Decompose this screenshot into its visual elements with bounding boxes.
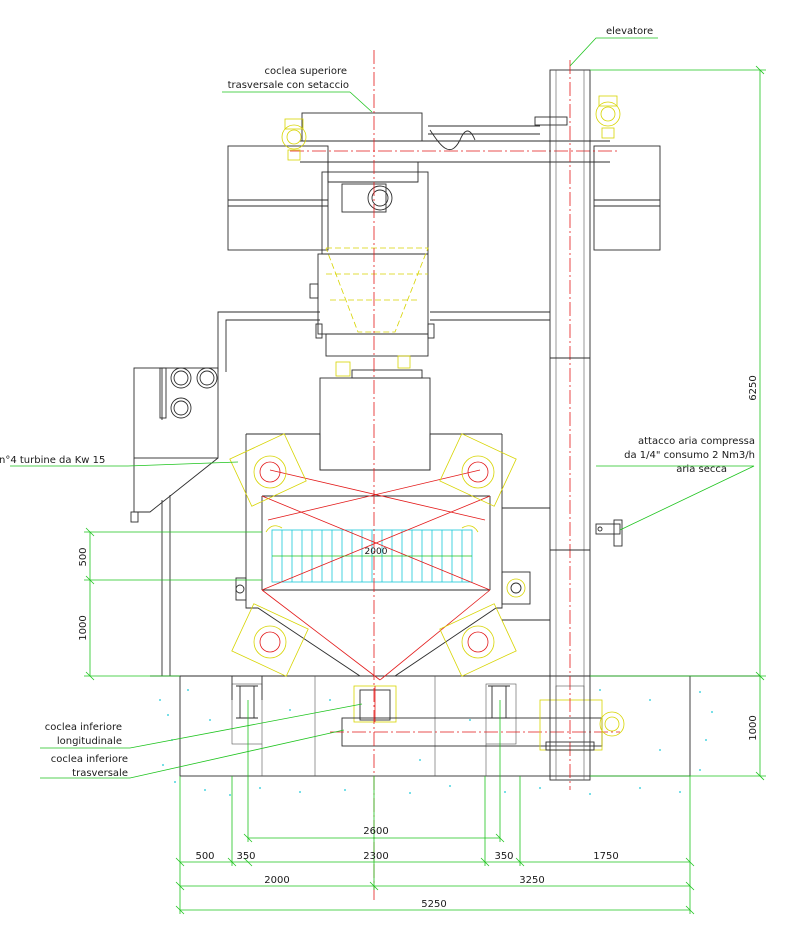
dim-5250: 5250 xyxy=(421,899,446,910)
turbine-bottom-right xyxy=(439,603,517,677)
pit-supports xyxy=(231,676,510,719)
dim-2000-inner: 2000 xyxy=(365,547,388,557)
label-coclea-tras-1: coclea inferiore xyxy=(51,754,128,765)
foundation xyxy=(150,675,760,796)
dimensions xyxy=(84,65,766,915)
label-elevatore: elevatore xyxy=(606,26,653,37)
dim-1000-right: 1000 xyxy=(748,715,759,740)
dim-1000-left: 1000 xyxy=(78,615,89,640)
label-turbine: n°4 turbine da Kw 15 xyxy=(0,455,105,466)
lower-longitudinal-screw xyxy=(353,685,397,723)
dim-500-left: 500 xyxy=(78,547,89,566)
label-aria-2: da 1/4" consumo 2 Nm3/h xyxy=(624,450,755,461)
rotation-motor-right xyxy=(501,571,531,605)
elevator xyxy=(430,60,623,790)
dim-350-b: 350 xyxy=(494,851,513,862)
dim-2600: 2600 xyxy=(363,826,388,837)
gear-motor-left xyxy=(281,118,307,161)
turbine-bottom-left xyxy=(231,603,309,677)
label-coclea-long-1: coclea inferiore xyxy=(45,722,122,733)
label-coclea-tras-2: trasversale xyxy=(72,768,128,779)
turbine-top-right xyxy=(439,433,517,507)
rotation-motor-left xyxy=(235,577,247,601)
sieve-hopper xyxy=(309,171,435,379)
dim-2000: 2000 xyxy=(264,875,289,886)
leader-lines xyxy=(10,37,755,779)
gear-motor-right xyxy=(595,95,621,139)
label-aria-3: aria secca xyxy=(676,464,727,475)
dim-3250: 3250 xyxy=(519,875,544,886)
turbine-top-left xyxy=(229,433,307,507)
label-coclea-superiore-1: coclea superiore xyxy=(265,66,347,77)
label-aria-1: attacco aria compressa xyxy=(638,436,755,447)
label-coclea-long-2: longitudinale xyxy=(57,736,122,747)
dim-6250: 6250 xyxy=(748,375,759,400)
control-cabinet xyxy=(130,311,320,676)
dim-2300: 2300 xyxy=(363,851,388,862)
dim-500: 500 xyxy=(195,851,214,862)
top-screw-frame xyxy=(227,112,661,251)
dim-1750: 1750 xyxy=(593,851,618,862)
label-coclea-superiore-2: trasversale con setaccio xyxy=(228,80,349,91)
dim-350-a: 350 xyxy=(236,851,255,862)
